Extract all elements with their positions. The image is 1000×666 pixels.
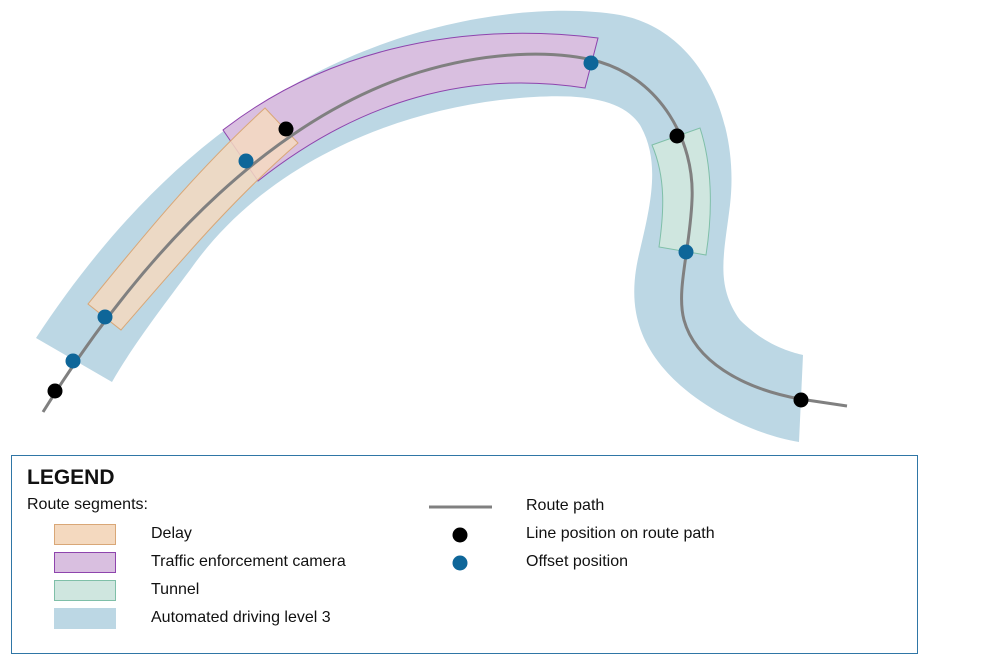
legend-label-route-path: Route path xyxy=(526,497,605,514)
legend-item-camera: Traffic enforcement camera xyxy=(12,552,432,576)
offset-position-marker xyxy=(97,309,113,325)
legend-subtitle: Route segments: xyxy=(27,496,148,513)
automated-swatch xyxy=(54,608,116,629)
black-dot-icon xyxy=(452,527,468,543)
legend-label-delay: Delay xyxy=(151,525,192,542)
camera-swatch xyxy=(54,552,116,573)
offset-position-marker xyxy=(238,153,254,169)
legend-label-tunnel: Tunnel xyxy=(151,581,200,598)
delay-swatch xyxy=(54,524,116,545)
line-position-marker xyxy=(793,392,809,408)
tunnel-swatch xyxy=(54,580,116,601)
route-line-icon xyxy=(429,505,492,509)
legend-item-route-path: Route path xyxy=(422,496,902,520)
legend-label-line-position: Line position on route path xyxy=(526,525,715,542)
legend-title: LEGEND xyxy=(27,466,115,489)
offset-position-marker xyxy=(65,353,81,369)
legend-item-automated: Automated driving level 3 xyxy=(12,608,432,632)
line-position-marker xyxy=(47,383,63,399)
segment-traffic-camera xyxy=(222,32,599,182)
route-diagram xyxy=(36,10,848,443)
blue-dot-icon xyxy=(452,555,468,571)
route-path xyxy=(41,52,848,413)
line-position-marker xyxy=(669,128,685,144)
offset-position-marker xyxy=(678,244,694,260)
legend-label-automated: Automated driving level 3 xyxy=(151,609,331,626)
legend-label-offset-position: Offset position xyxy=(526,553,628,570)
line-position-marker xyxy=(278,121,294,137)
legend-item-tunnel: Tunnel xyxy=(12,580,432,604)
legend-item-line-position: Line position on route path xyxy=(422,524,902,548)
legend-item-delay: Delay xyxy=(12,524,432,548)
legend: LEGEND Route segments: Delay Traffic enf… xyxy=(11,455,918,654)
legend-label-camera: Traffic enforcement camera xyxy=(151,553,346,570)
offset-position-marker xyxy=(583,55,599,71)
legend-item-offset-position: Offset position xyxy=(422,552,902,576)
segment-tunnel xyxy=(651,127,711,256)
